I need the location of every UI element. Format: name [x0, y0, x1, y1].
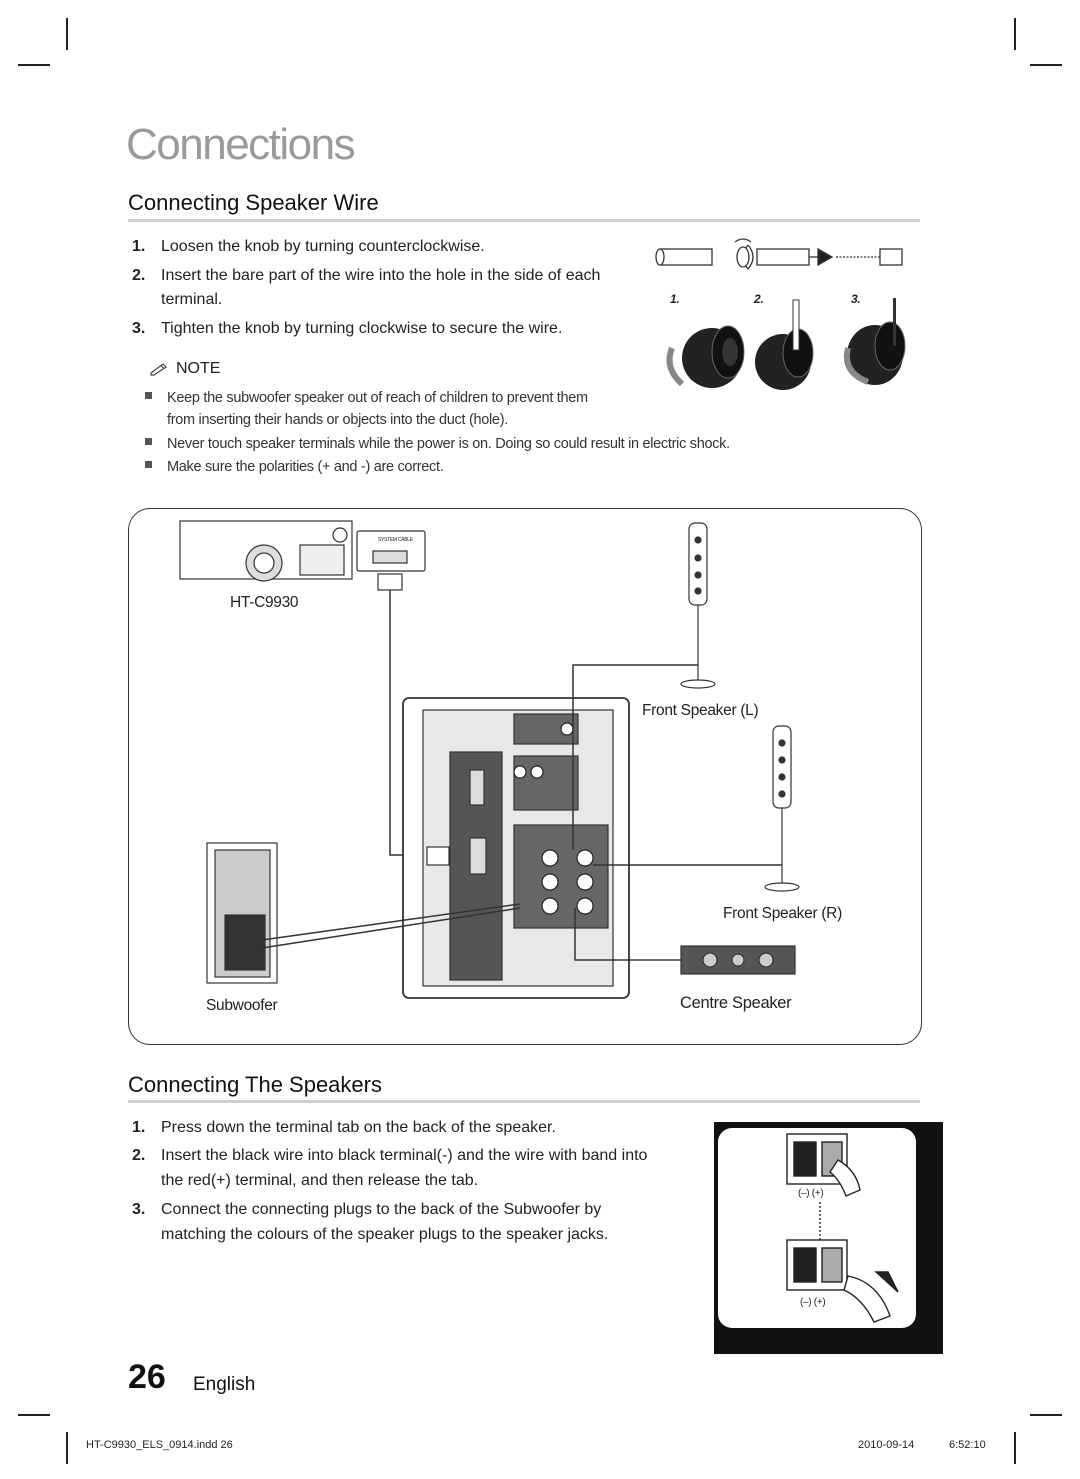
note-text: Never touch speaker terminals while the … — [167, 436, 730, 452]
step-text-cont: terminal. — [161, 291, 223, 308]
step-text: Insert the bare part of the wire into th… — [161, 267, 601, 284]
centre-label: Centre Speaker — [680, 994, 792, 1012]
crop-mark — [1030, 1414, 1062, 1416]
crop-mark — [66, 18, 68, 50]
illustration-step-1: 1. — [670, 292, 680, 306]
illustration-step-3: 3. — [851, 292, 861, 306]
knob-tighten-icon — [844, 298, 906, 385]
step-number: 3. — [132, 1201, 146, 1218]
front-right-label: Front Speaker (R) — [723, 905, 842, 922]
system-cable-label: SYSTEM CABLE — [378, 537, 413, 543]
footer-date: 2010-09-14 — [858, 1439, 915, 1451]
note-text-cont: from inserting their hands or objects in… — [167, 412, 508, 428]
note-label: NOTE — [176, 360, 221, 377]
section-rule — [128, 219, 920, 222]
step-text: Insert the black wire into black termina… — [161, 1147, 648, 1164]
step-number: 2. — [132, 1147, 146, 1164]
note-heading: NOTE — [150, 360, 220, 378]
step-text: Press down the terminal tab on the back … — [161, 1119, 556, 1136]
section-heading-speaker-wire: Connecting Speaker Wire — [128, 190, 379, 215]
illustration-step-2: 2. — [754, 292, 764, 306]
footer-file: HT-C9930_ELS_0914.indd 26 — [86, 1439, 233, 1451]
step-number: 3. — [132, 320, 146, 337]
step-number: 1. — [132, 1119, 146, 1136]
page-number: 26 — [128, 1358, 166, 1396]
polarity-label-top: (–) (+) — [798, 1188, 824, 1199]
connection-diagram — [128, 508, 922, 1045]
step-text: Tighten the knob by turning clockwise to… — [161, 320, 563, 337]
step-text: Loosen the knob by turning counterclockw… — [161, 238, 485, 255]
front-left-label: Front Speaker (L) — [642, 702, 759, 719]
step-text-cont: matching the colours of the speaker plug… — [161, 1226, 609, 1243]
bullet-square-icon — [145, 392, 152, 399]
step-number: 2. — [132, 267, 146, 284]
knob-loosen-icon — [666, 325, 745, 388]
pencil-icon — [150, 363, 167, 376]
language-label: English — [193, 1374, 256, 1395]
page-title: Connections — [126, 120, 356, 169]
unit-label: HT-C9930 — [230, 594, 299, 611]
wire-strip-illustration — [655, 238, 903, 271]
bullet-square-icon — [145, 461, 152, 468]
crop-mark — [18, 1414, 50, 1416]
note-text: Keep the subwoofer speaker out of reach … — [167, 390, 588, 406]
subwoofer-label: Subwoofer — [206, 997, 278, 1014]
bullet-square-icon — [145, 438, 152, 445]
step-text-cont: the red(+) terminal, and then release th… — [161, 1172, 479, 1189]
crop-mark — [66, 1432, 68, 1464]
polarity-label-bottom: (–) (+) — [800, 1297, 826, 1308]
step-number: 1. — [132, 238, 146, 255]
crop-mark — [1014, 1432, 1016, 1464]
note-text: Make sure the polarities (+ and -) are c… — [167, 459, 444, 475]
knob-insert-icon — [755, 299, 814, 390]
crop-mark — [1014, 18, 1016, 50]
crop-mark — [18, 64, 50, 66]
section-rule — [128, 1100, 920, 1103]
footer-time: 6:52:10 — [949, 1439, 986, 1451]
step-text: Connect the connecting plugs to the back… — [161, 1201, 602, 1218]
crop-mark — [1030, 64, 1062, 66]
section-heading-speakers: Connecting The Speakers — [128, 1072, 382, 1097]
